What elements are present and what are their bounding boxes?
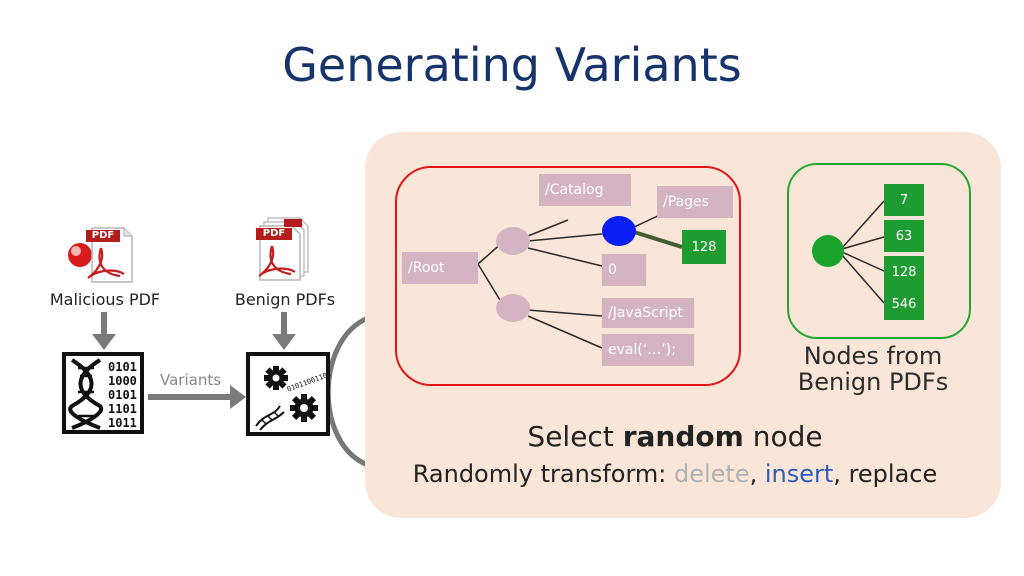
gear-dna-icon: 01011001101: [246, 352, 332, 436]
dna-icon: 0101 1000 0101 1101 1011: [62, 352, 144, 434]
benign-value-63: 63: [884, 220, 924, 252]
benign-nodes-caption: Nodes from Benign PDFs: [797, 342, 949, 396]
select-random-node-text: Select random node: [527, 420, 823, 453]
benign-nodes-box: [787, 163, 971, 339]
label-eval: eval(‘…’);: [602, 334, 694, 366]
label-128: 128: [682, 230, 726, 264]
pdf-tree-box: [395, 166, 741, 386]
malicious-pdf-label: Malicious PDF: [49, 290, 161, 309]
label-javascript: /JavaScript: [602, 298, 694, 328]
benign-root-node: [812, 235, 844, 267]
benign-value-7: 7: [884, 184, 924, 216]
delete-word: delete: [673, 460, 750, 488]
variants-label: Variants: [160, 371, 222, 389]
tree-node-catalog: [496, 227, 530, 255]
benign-value-128: 128: [884, 256, 924, 288]
label-zero: 0: [602, 254, 646, 286]
label-pages: /Pages: [657, 186, 733, 218]
label-root: /Root: [402, 252, 478, 284]
selected-node: [602, 216, 636, 246]
benign-pdf-badge: PDF: [262, 228, 286, 239]
gear-icon: [255, 366, 318, 431]
benign-pdfs-label: Benign PDFs: [234, 290, 336, 309]
tree-node-javascript: [496, 294, 530, 322]
page-title: Generating Variants: [282, 38, 742, 92]
insert-word: insert: [764, 460, 834, 488]
label-catalog: /Catalog: [539, 174, 631, 206]
benign-value-546: 546: [884, 288, 924, 320]
malicious-pdf-badge: PDF: [91, 230, 115, 241]
transform-text: Randomly transform: delete, insert, repl…: [412, 460, 938, 488]
